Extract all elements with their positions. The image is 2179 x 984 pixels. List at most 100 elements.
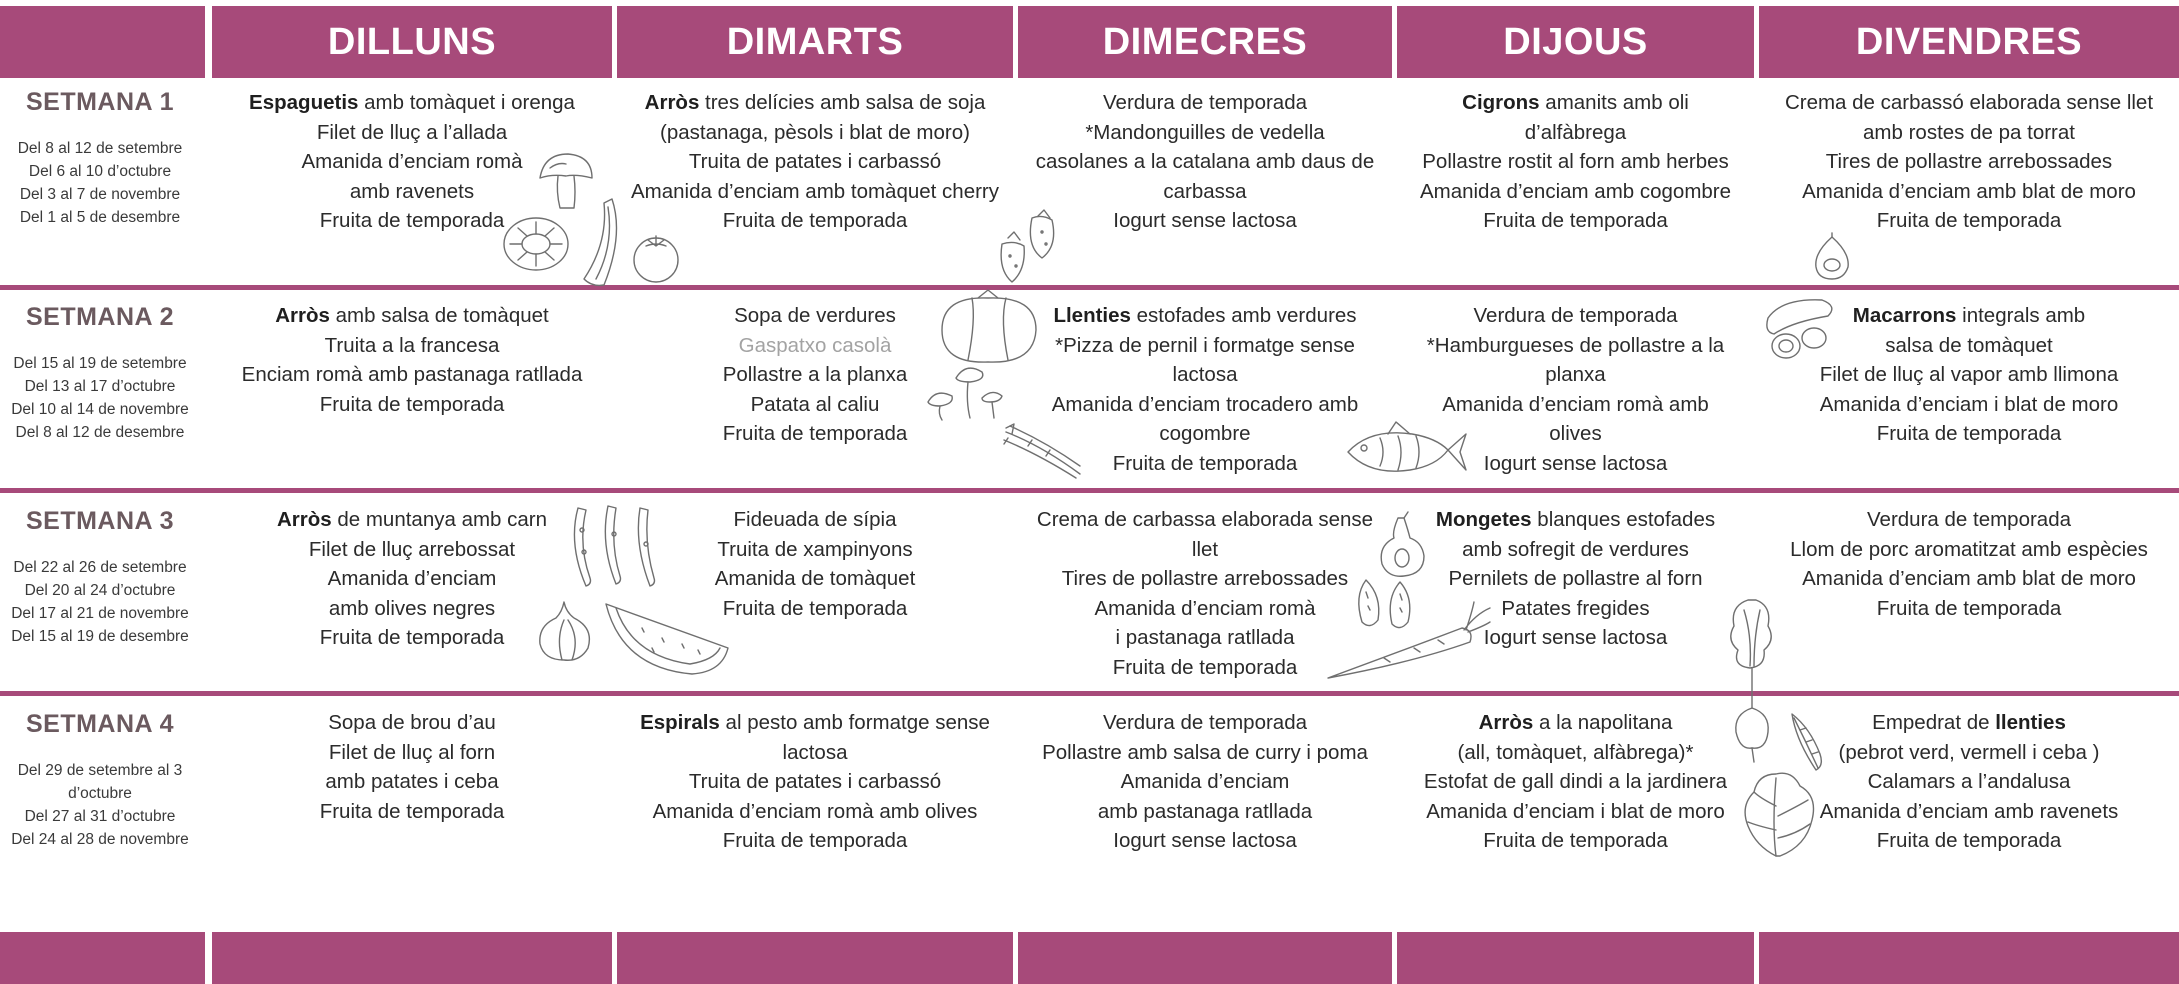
dish-text: Amanida d’enciam romà amb olives [652, 799, 978, 823]
dish-text: Fruita de temporada [1876, 829, 2062, 852]
dish-line: Espaguetis amb tomàquet i orenga [212, 88, 612, 118]
carrot-icon [1324, 600, 1492, 682]
dish-line: Amanida d’enciam i blat de moro [1397, 797, 1754, 827]
lettuce-icon [1736, 766, 1820, 860]
dish-text: amb salsa de tomàquet [329, 304, 549, 327]
day-header-thursday: DIJOUS [1397, 6, 1754, 78]
week-title: SETMANA 2 [25, 303, 175, 331]
dish-line: Estofat de gall dindi a la jardinera [1397, 767, 1754, 797]
week-dates: Del 8 al 12 de setembre Del 6 al 10 d’oc… [0, 137, 200, 229]
dish-line: lactosa [617, 738, 1013, 768]
dish-text: planxa [1545, 363, 1606, 386]
dish-line: Truita de xampinyons [617, 535, 1013, 565]
pear-icon [1374, 511, 1430, 580]
dish-text: Filet de lluç a l’allada [316, 120, 508, 144]
footer-cell [1018, 932, 1392, 984]
dish-text: Fruita de temporada [319, 626, 505, 649]
dish-text: Empedrat de [1872, 711, 1996, 734]
dish-highlight: Macarrons [1852, 304, 1957, 327]
dish-line: Fruita de temporada [1759, 826, 2179, 856]
day-header-monday: DILLUNS [212, 6, 612, 78]
dish-line: Fruita de temporada [617, 826, 1013, 856]
dish-line: carbassa [1018, 177, 1392, 207]
dish-line: Truita de patates i carbassó [617, 147, 1013, 177]
dish-line: Pollastre amb salsa de curry i poma [1018, 738, 1392, 768]
dish-text: amb ravenets [349, 179, 475, 203]
dish-line: Llenties estofades amb verdures [1018, 301, 1392, 331]
dish-line: Fruita de temporada [212, 390, 612, 420]
dish-line: Filet de lluç a l’allada [212, 118, 612, 148]
menu-cell-week4-thursday: Arròs a la napolitana(all, tomàquet, alf… [1397, 708, 1754, 856]
day-header-wednesday: DIMECRES [1018, 6, 1392, 78]
dish-line: Amanida d’enciam [1018, 767, 1392, 797]
dish-text: Amanida d’enciam [327, 567, 497, 590]
dish-text: amb pastanaga ratllada [1097, 799, 1313, 823]
dish-line: casolanes a la catalana amb daus de [1018, 147, 1392, 177]
dish-line: amb rostes de pa torrat [1759, 118, 2179, 148]
dish-line: Verdura de temporada [1018, 708, 1392, 738]
dish-text: Fruita de temporada [722, 596, 908, 620]
dish-text: Fruita de temporada [1112, 655, 1298, 679]
dish-line: Iogurt sense lactosa [1397, 623, 1754, 653]
dish-text: Fruita de temporada [722, 209, 908, 232]
date-range: Del 1 al 5 de desembre [19, 209, 181, 226]
date-range: Del 6 al 10 d’octubre [28, 163, 172, 180]
dish-highlight: llenties [1995, 711, 2066, 734]
date-range: Del 22 al 26 de setembre [13, 559, 187, 576]
day-header-row: DILLUNS DIMARTS DIMECRES DIJOUS DIVENDRE… [0, 0, 2179, 78]
week-dates: Del 15 al 19 de setembre Del 13 al 17 d’… [0, 352, 200, 444]
dish-line: Amanida d’enciam amb blat de moro [1759, 564, 2179, 594]
dish-line: Filet de lluç al vapor amb llimona [1759, 360, 2179, 390]
dish-text: Fruita de temporada [722, 422, 908, 445]
beans-icon [564, 504, 664, 590]
dish-text: cogombre [1159, 422, 1251, 445]
dish-line: Enciam romà amb pastanaga ratllada [212, 360, 612, 390]
cucumber-icon [1762, 294, 1838, 364]
dish-line: *Pizza de pernil i formatge sense [1018, 331, 1392, 361]
dish-line: Pollastre rostit al forn amb herbes [1397, 147, 1754, 177]
date-range: Del 20 al 24 d’octubre [24, 582, 176, 599]
footer-cell [212, 932, 612, 984]
dish-line: Fruita de temporada [617, 419, 1013, 449]
dish-text: Amanida d’enciam romà [1094, 596, 1316, 620]
dish-text: salsa de tomàquet [1885, 333, 2053, 357]
dish-line: Patates fregides [1397, 594, 1754, 624]
week-3-label: SETMANA 3 Del 22 al 26 de setembre Del 2… [0, 507, 200, 648]
strawberry-icon [994, 209, 1070, 286]
week-2-label: SETMANA 2 Del 15 al 19 de setembre Del 1… [0, 303, 200, 444]
dish-line: *Hamburgueses de pollastre a la [1397, 331, 1754, 361]
day-header-tuesday: DIMARTS [617, 6, 1013, 78]
dish-text: amanits amb oli [1539, 91, 1689, 114]
dish-line: Iogurt sense lactosa [1018, 206, 1392, 236]
dish-line: Fruita de temporada [212, 206, 612, 236]
week-separator [0, 691, 2179, 696]
dish-text: Amanida d’enciam amb cogombre [1419, 179, 1732, 203]
dish-line: Filet de lluç al forn [212, 738, 612, 768]
dish-highlight: Arròs [276, 508, 332, 531]
dish-line: amb olives negres [212, 594, 612, 624]
dish-text: Patates fregides [1501, 596, 1650, 620]
dish-line: Fruita de temporada [1397, 826, 1754, 856]
menu-cell-week2-thursday: Verdura de temporada*Hamburgueses de pol… [1397, 301, 1754, 478]
dish-text: (pastanaga, pèsols i blat de moro) [660, 120, 970, 144]
dish-line: Empedrat de llenties [1759, 708, 2179, 738]
banana-icon [574, 195, 628, 291]
dish-text: (pebrot verd, vermell i ceba ) [1838, 740, 2100, 764]
dish-highlight: Espirals [640, 711, 720, 734]
date-range: Del 3 al 7 de novembre [19, 186, 181, 203]
dish-line: amb ravenets [212, 177, 612, 207]
dish-line: Fruita de temporada [1397, 206, 1754, 236]
date-range: Del 17 al 21 de novembre [11, 605, 189, 622]
dish-highlight: Cigrons [1462, 91, 1540, 114]
dish-text: amb patates i ceba [325, 770, 499, 793]
dish-highlight: Arròs [1478, 711, 1534, 734]
menu-cell-week4-friday: Empedrat de llenties(pebrot verd, vermel… [1759, 708, 2179, 856]
footer-cell [1759, 932, 2179, 984]
dish-line: Pernilets de pollastre al forn [1397, 564, 1754, 594]
almond-icon [1352, 576, 1418, 634]
